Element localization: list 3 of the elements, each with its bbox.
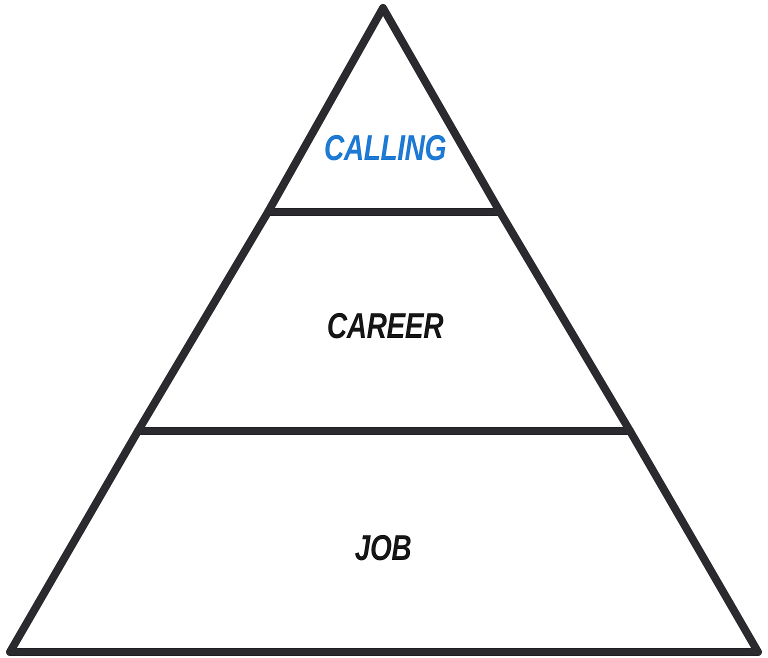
tier-label: CAREER bbox=[326, 308, 444, 344]
tier-label: CALLING bbox=[324, 130, 446, 166]
tier-label: JOB bbox=[354, 530, 412, 566]
